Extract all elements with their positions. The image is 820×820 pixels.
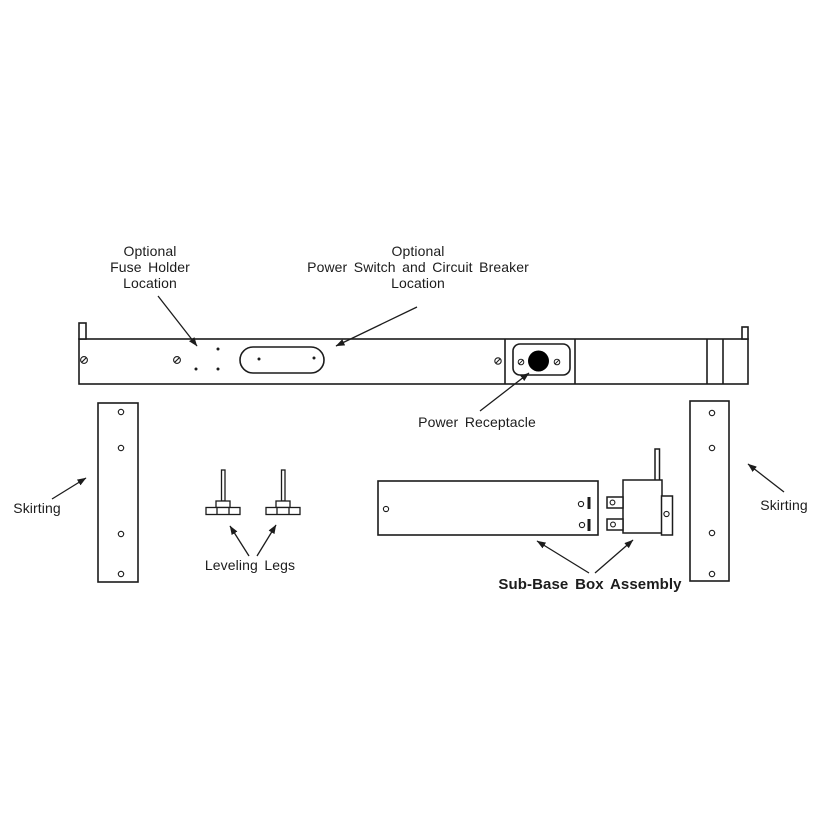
mount-dot — [257, 357, 261, 361]
label-line: Fuse Holder — [110, 259, 190, 275]
skirting-hole — [117, 444, 125, 452]
box-hole — [578, 521, 586, 529]
label-power-receptacle: Power Receptacle — [418, 414, 536, 430]
sub-base-right-arrow — [594, 539, 634, 574]
box-slot — [587, 497, 591, 509]
panel-right-tab — [741, 326, 749, 340]
screw-icon — [173, 356, 181, 364]
screw-icon — [553, 358, 561, 366]
label-leveling-legs: Leveling Legs — [204, 557, 296, 573]
mount-dot — [216, 367, 220, 371]
power-switch-cutout — [239, 346, 325, 374]
label-skirting-right: Skirting — [760, 497, 808, 513]
leg-base — [205, 506, 241, 516]
leveling-leg-right-arrow — [256, 524, 277, 557]
sub-base-box — [377, 480, 599, 536]
receptacle-socket — [528, 350, 549, 372]
leg-stem — [280, 469, 286, 502]
front-panel-bar — [78, 322, 749, 385]
mount-dot — [312, 356, 316, 360]
box-slot — [587, 519, 591, 531]
plug-hole — [609, 499, 616, 506]
leveling-leg-left-arrow — [229, 525, 250, 557]
mount-dot — [194, 367, 198, 371]
label-power-switch: Optional Power Switch and Circuit Breake… — [307, 243, 529, 291]
skirting-hole — [708, 570, 716, 578]
power-receptacle-arrow — [479, 372, 530, 412]
skirting-left-panel — [97, 402, 139, 583]
plug-hole — [663, 510, 670, 518]
panel-screws — [80, 356, 502, 365]
box-hole — [577, 500, 585, 508]
skirting-hole — [708, 444, 716, 452]
screw-icon — [494, 357, 502, 365]
box-hole — [382, 505, 390, 513]
leg-nut — [215, 500, 231, 509]
power-receptacle — [512, 343, 571, 376]
plug-body — [622, 479, 663, 534]
sub-base-plug — [606, 448, 674, 536]
leg-stem — [220, 469, 226, 502]
sub-base-left-arrow — [536, 540, 590, 574]
label-line: Optional — [391, 243, 445, 259]
mount-dot — [216, 347, 220, 351]
front-panel-outline — [78, 338, 749, 385]
skirting-hole — [117, 570, 125, 578]
skirting-left-arrow — [51, 477, 87, 500]
fuse-holder-mount-holes — [194, 347, 220, 371]
label-line: Location — [123, 275, 177, 291]
label-line: Location — [391, 275, 445, 291]
panel-left-tab — [78, 322, 87, 340]
leg-base — [265, 506, 301, 516]
skirting-hole — [708, 409, 716, 417]
leg-nut — [275, 500, 291, 509]
power-switch-arrow — [335, 306, 418, 347]
skirting-hole — [708, 529, 716, 537]
fuse-holder-arrow — [157, 295, 198, 347]
label-skirting-left: Skirting — [13, 500, 61, 516]
plug-rod — [654, 448, 661, 482]
leveling-leg-left — [205, 469, 241, 516]
skirting-hole — [117, 530, 125, 538]
screw-icon — [517, 358, 525, 366]
screw-icon — [80, 356, 88, 364]
plug-hole — [610, 521, 616, 528]
skirting-hole — [117, 408, 125, 416]
label-line: Optional — [123, 243, 177, 259]
label-line: Power Switch and Circuit Breaker — [307, 259, 529, 275]
leveling-leg-right — [265, 469, 301, 516]
skirting-right-arrow — [747, 463, 785, 493]
skirting-right-panel — [689, 400, 730, 582]
label-fuse-holder: Optional Fuse Holder Location — [110, 243, 190, 291]
label-sub-base-box: Sub-Base Box Assembly — [498, 576, 682, 593]
